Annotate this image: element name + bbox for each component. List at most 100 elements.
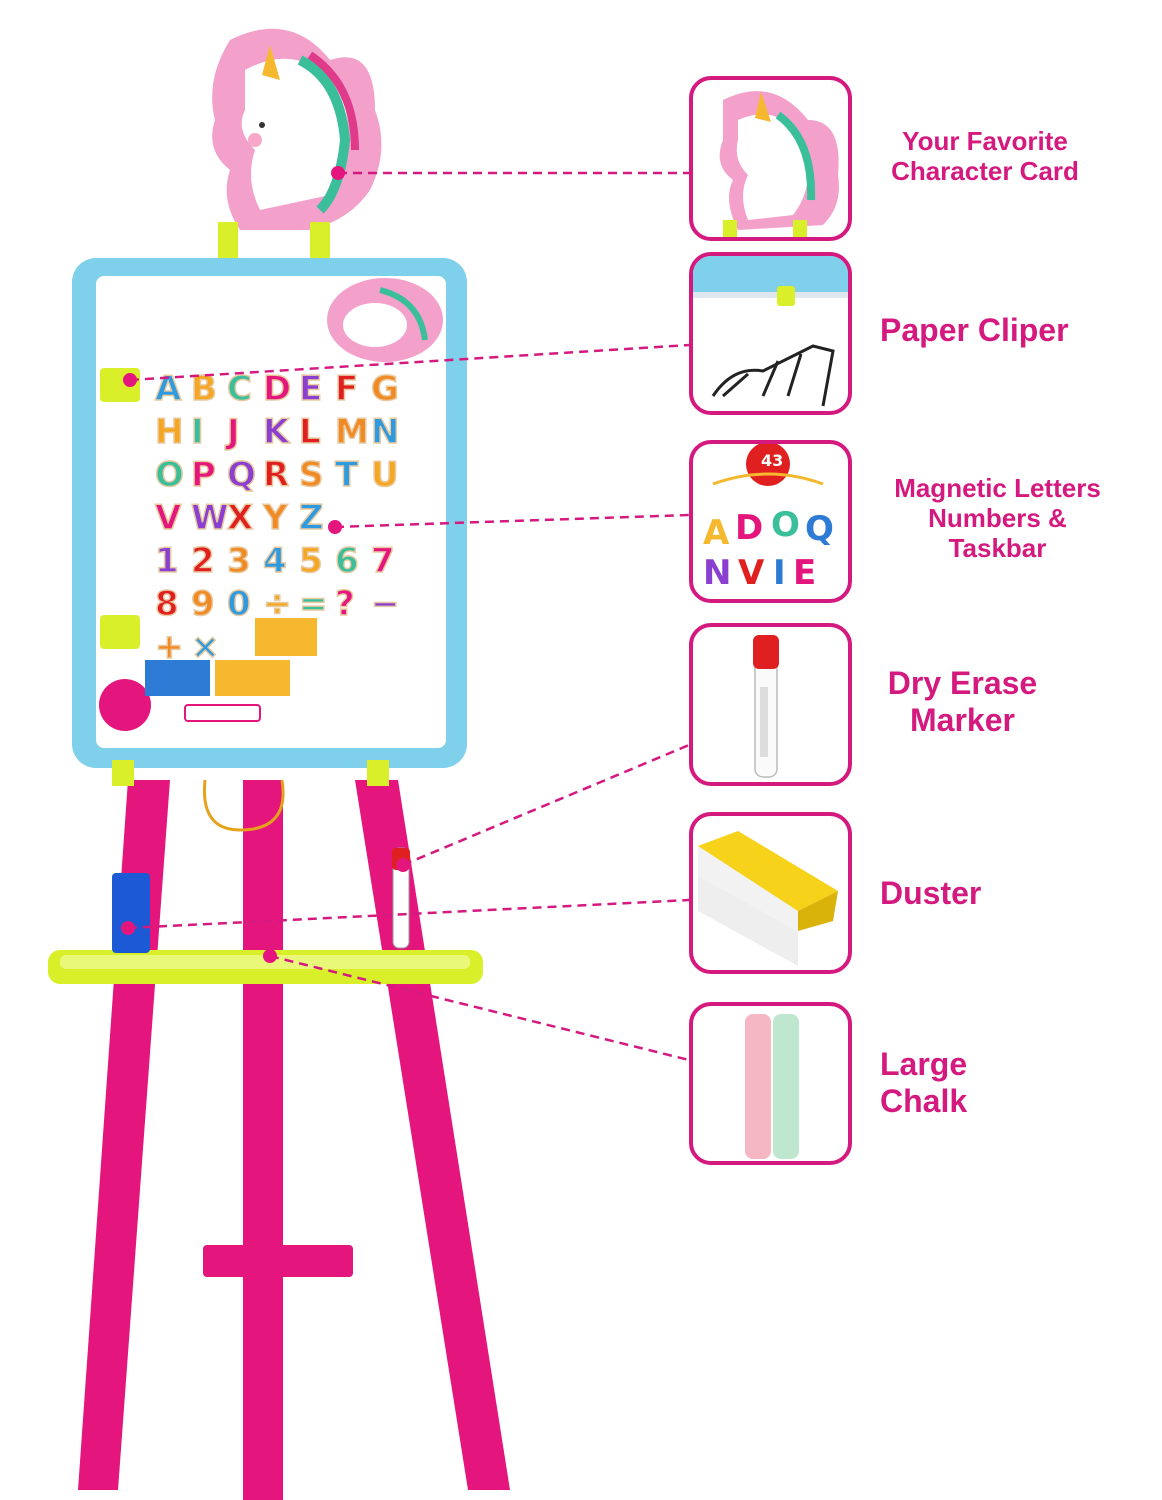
- thumb-paper-cliper: [689, 252, 852, 415]
- svg-text:N: N: [703, 553, 731, 593]
- whiteboard-surface: [96, 276, 446, 748]
- magnetic-letter: J: [225, 412, 240, 452]
- board-clip-bottom: [100, 615, 140, 649]
- magnetic-letter: Y: [262, 498, 288, 538]
- magnetic-letters-icon: 43 A D O Q N V I E: [703, 444, 834, 593]
- magnetic-letter: E: [299, 369, 322, 409]
- label-character-card: Your Favorite Character Card: [870, 126, 1100, 187]
- magnetic-letter: C: [227, 369, 252, 409]
- label-line: Taskbar: [948, 532, 1047, 563]
- easel-right-leg: [355, 780, 510, 1490]
- callout-dot: [121, 921, 135, 935]
- magnetic-letter: 6: [335, 541, 359, 581]
- callout-line: [402, 743, 690, 867]
- label-duster: Duster: [880, 875, 981, 912]
- label-line: Chalk: [880, 1082, 968, 1119]
- magnetic-letter: K: [263, 412, 291, 452]
- label-line: Numbers &: [928, 502, 1067, 533]
- magnetic-letter: D: [263, 369, 291, 409]
- task-card: [145, 660, 210, 696]
- magnetic-letter: 9: [191, 584, 215, 624]
- label-line: Duster: [880, 875, 982, 911]
- magnetic-letter: −: [371, 584, 400, 624]
- thumb-dry-erase-marker: [689, 623, 852, 786]
- label-line: Marker: [910, 701, 1015, 738]
- magnetic-letter: M: [335, 412, 369, 452]
- magnetic-letter: 3: [227, 541, 251, 581]
- svg-text:D: D: [735, 508, 763, 548]
- letters-badge-count: 43: [761, 451, 783, 470]
- thumb-large-chalk: [689, 1002, 852, 1165]
- label-line: Your Favorite: [902, 126, 1068, 156]
- brand-badge: [99, 679, 151, 731]
- magnetic-letter: 7: [371, 541, 395, 581]
- svg-text:I: I: [773, 553, 786, 593]
- thumb-duster: [689, 812, 852, 974]
- magnetic-letter: 1: [155, 541, 179, 581]
- svg-text:V: V: [738, 553, 765, 593]
- easel-back-leg: [243, 780, 283, 1500]
- magnetic-letter: S: [299, 455, 324, 495]
- magnetic-letter: 2: [191, 541, 215, 581]
- magnetic-letter: 4: [263, 541, 287, 581]
- label-line: Large: [880, 1046, 968, 1082]
- callout-dot: [123, 373, 137, 387]
- task-card: [255, 618, 317, 656]
- callout-line: [127, 898, 690, 930]
- magnetic-letter: ×: [191, 627, 220, 667]
- label-line: Magnetic Letters: [894, 473, 1101, 503]
- magnetic-letter: ÷: [263, 584, 292, 624]
- magnetic-letter: 8: [155, 584, 179, 624]
- unicorn-card-icon: [719, 91, 839, 237]
- thumb-character-card: [689, 76, 852, 241]
- magnetic-letter: P: [191, 455, 216, 495]
- magnetic-letter: R: [263, 455, 289, 495]
- magnetic-letter: W: [191, 498, 229, 538]
- label-line: Paper Cliper: [880, 312, 1069, 348]
- label-dry-erase-marker: Dry Erase Marker: [870, 665, 1055, 739]
- magnetic-letter: U: [371, 455, 399, 495]
- magnetic-letter: Q: [227, 455, 256, 495]
- svg-text:Q: Q: [805, 509, 834, 549]
- svg-text:O: O: [771, 505, 800, 545]
- unicorn-character-card: [212, 28, 382, 270]
- magnetic-letter: T: [335, 455, 359, 495]
- magnetic-letter: I: [191, 412, 204, 452]
- callout-dot: [331, 166, 345, 180]
- magnetic-letter: =: [299, 584, 328, 624]
- callout-line: [269, 954, 690, 1062]
- chalk-icon: [745, 1014, 799, 1159]
- callout-dot: [328, 520, 342, 534]
- marker-icon: [753, 635, 779, 778]
- callout-line: [129, 343, 690, 382]
- callout-dot: [396, 858, 410, 872]
- magnetic-letter: F: [335, 369, 358, 409]
- duster-on-tray: [112, 873, 150, 953]
- paper-clip-icon: [693, 256, 848, 407]
- callout-lines: [127, 171, 690, 1062]
- board-unicorn-sticker: [327, 278, 443, 362]
- magnetic-letter: H: [155, 412, 183, 452]
- thumb-magnetic-letters: 43 A D O Q N V I E: [689, 440, 852, 603]
- callout-dot: [263, 949, 277, 963]
- task-card: [215, 660, 290, 696]
- magnetic-letter: G: [371, 369, 399, 409]
- magnetic-letter: V: [155, 498, 182, 538]
- magnetic-letter: +: [155, 627, 184, 667]
- magnetic-letter: 0: [227, 584, 251, 624]
- magnetic-letter: ?: [335, 584, 355, 624]
- magnetic-letter: L: [299, 412, 321, 452]
- magnetic-letter: O: [155, 455, 184, 495]
- label-magnetic-letters: Magnetic Letters Numbers & Taskbar: [870, 473, 1125, 564]
- label-paper-cliper: Paper Cliper: [880, 312, 1069, 349]
- svg-text:A: A: [703, 513, 730, 553]
- label-line: Character Card: [891, 155, 1079, 186]
- magnetic-letter: 5: [299, 541, 323, 581]
- magnetic-letter: N: [371, 412, 399, 452]
- svg-text:E: E: [793, 553, 816, 593]
- label-large-chalk: Large Chalk: [880, 1046, 967, 1120]
- magnetic-letter: X: [227, 498, 253, 538]
